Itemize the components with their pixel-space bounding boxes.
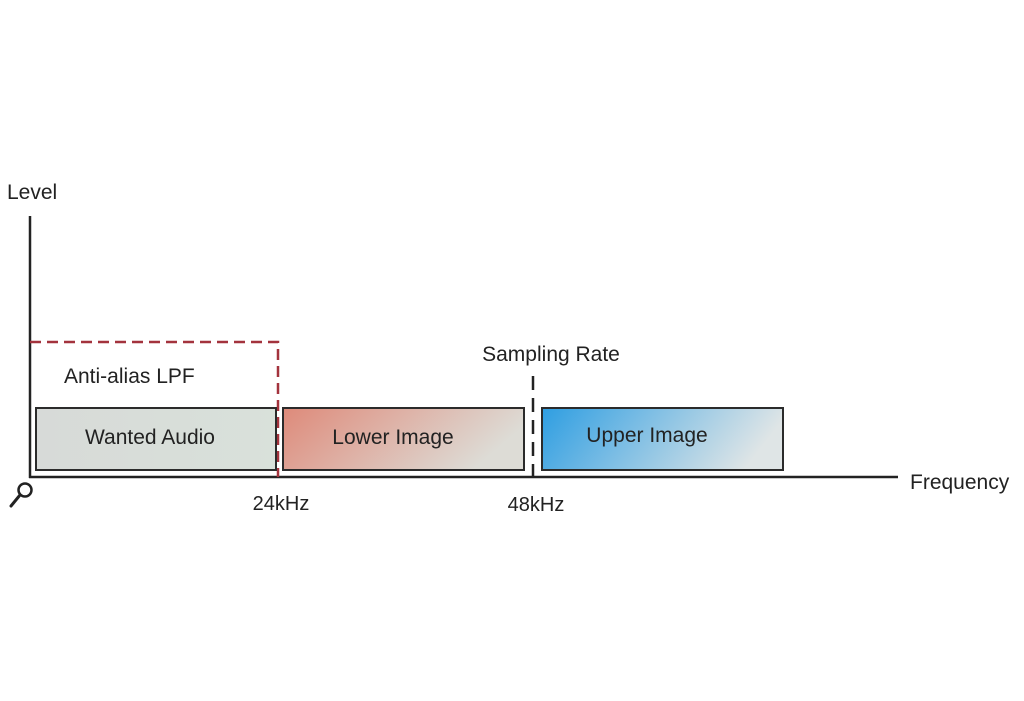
lpf-dashed-outline [30,340,280,477]
band-upper-image [541,407,784,471]
band-lower-image-label: Lower Image [332,426,453,449]
cutoff-frequency-label: 24kHz [253,493,310,515]
magnifier-icon [9,482,33,508]
band-wanted-audio-label: Wanted Audio [85,426,215,449]
x-axis-label: Frequency [910,471,1010,494]
sampling-frequency-label: 48kHz [508,494,565,516]
band-upper-image-label: Upper Image [586,424,707,447]
lpf-label: Anti-alias LPF [64,365,195,388]
y-axis-label: Level [7,181,57,204]
band-wanted-audio [35,407,277,471]
sampling-rate-label: Sampling Rate [482,343,620,366]
band-lower-image [282,407,525,471]
